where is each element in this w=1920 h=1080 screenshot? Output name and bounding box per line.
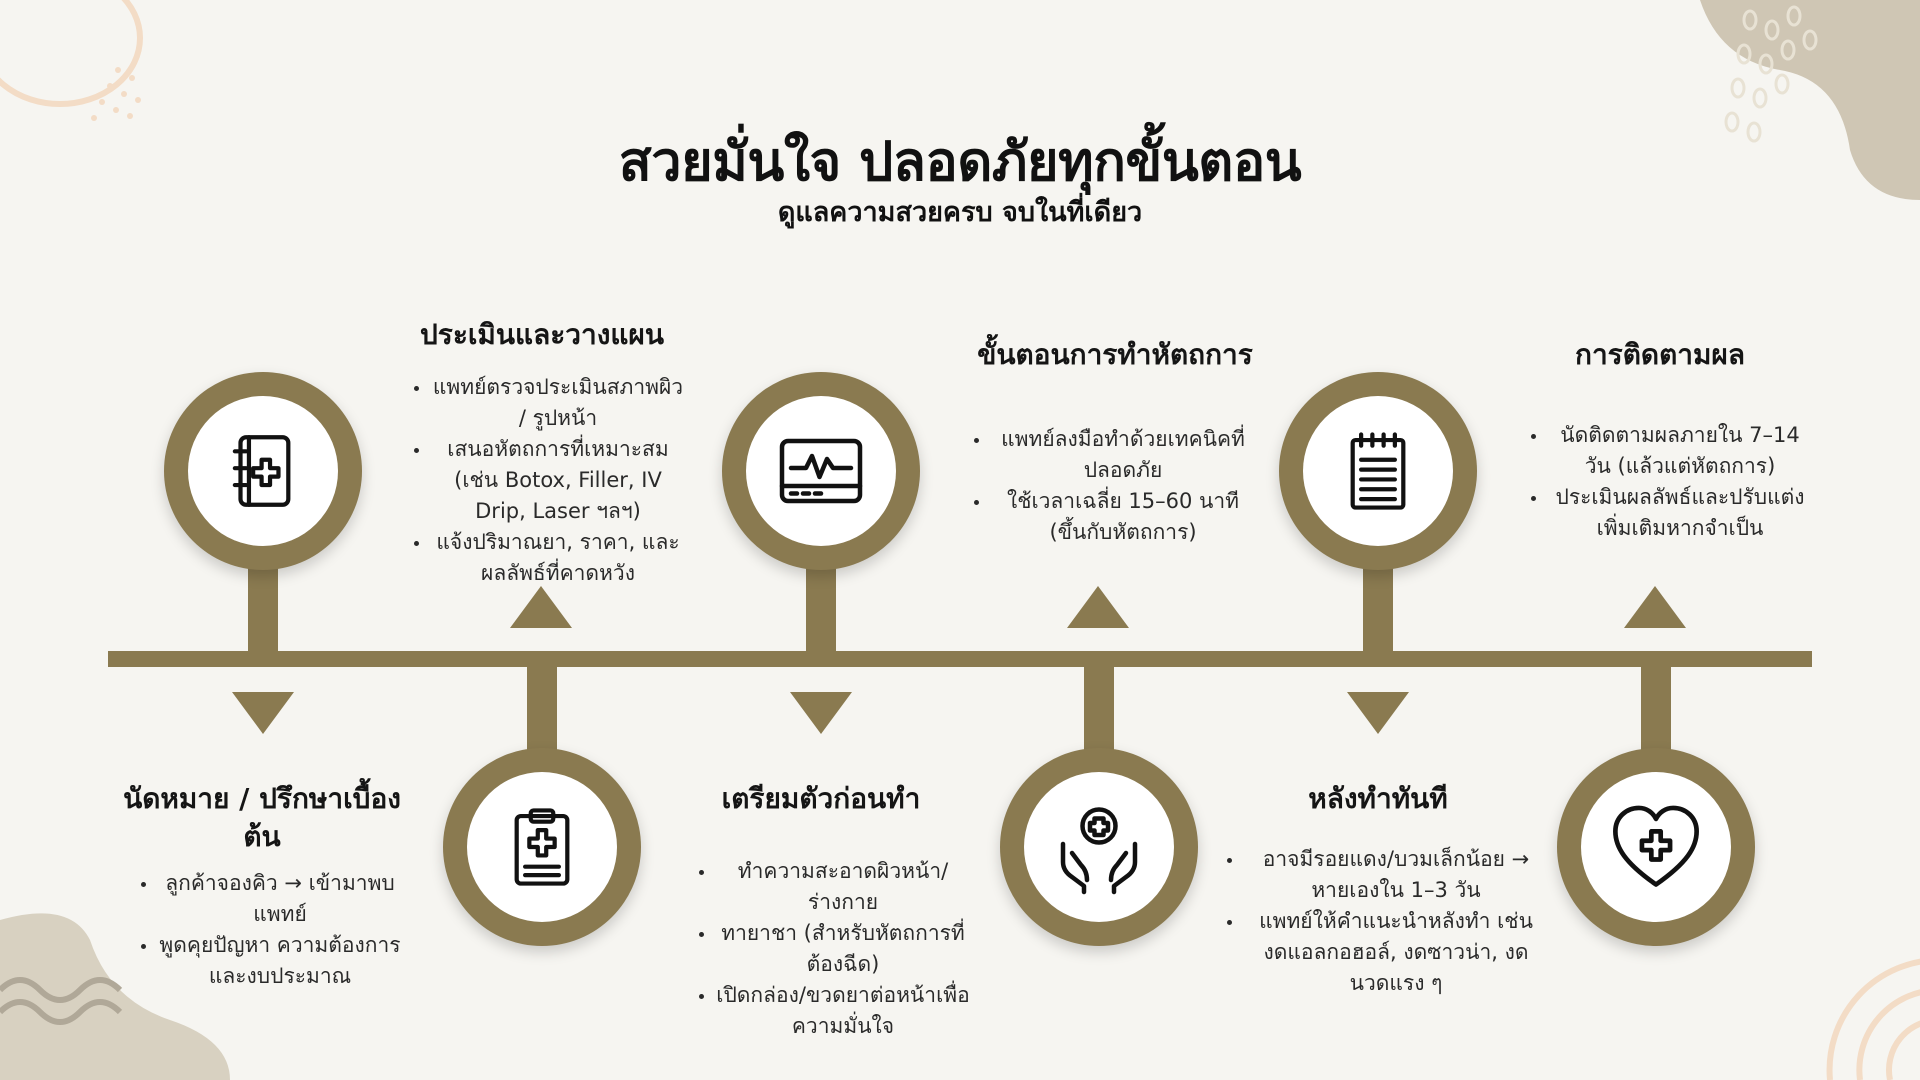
step-2-arrow [510,586,572,628]
decor-top-left-icon [0,0,143,121]
step-6-title: การติดตามผล [1574,338,1745,371]
step-2-bullet-3: แจ้งปริมาณยา, ราคา, และผลลัพธ์ที่คาดหวัง [431,527,685,589]
step-2-title: ประเมินและวางแผน [420,318,664,351]
page-subtitle: ดูแลความสวยครบ จบในที่เดียว [777,197,1143,228]
step-2-bullet-2: เสนอหัตถการที่เหมาะสม (เช่น Botox, Fille… [431,434,685,527]
step-3-arrow [790,692,852,734]
step-5-arrow [1347,692,1409,734]
step-6-bullet-1: นัดติดตามผลภายใน 7–14 วัน (แล้วแต่หัตถกา… [1548,420,1812,482]
step-2-stem [527,660,557,760]
step-3-bullets: ทำความสะอาดผิวหน้า/ร่างกาย ทายาชา (สำหรั… [690,856,970,1042]
step-1-title: นัดหมาย / ปรึกษาเบื้องต้น [123,782,401,853]
step-6-bullets: นัดติดตามผลภายใน 7–14 วัน (แล้วแต่หัตถกา… [1522,420,1812,544]
medical-notebook-icon [232,435,291,507]
heart-rate-monitor-icon [779,438,863,504]
step-2-bullet-1: แพทย์ตรวจประเมินสภาพผิว / รูปหน้า [431,372,685,434]
step-1-arrow [232,692,294,734]
step-3-bullet-2: ทายาชา (สำหรับหัตถการที่ต้องฉีด) [716,918,970,980]
decor-top-right-icon [1700,0,1920,200]
step-5-bullets: อาจมีรอยแดง/บวมเล็กน้อย → หายเองใน 1–3 ว… [1218,844,1548,999]
step-3-stem [806,560,836,660]
step-3-bullet-1: ทำความสะอาดผิวหน้า/ร่างกาย [716,856,970,918]
step-5-title: หลังทำทันที [1308,782,1448,815]
step-5-bullet-2: แพทย์ให้คำแนะนำหลังทำ เช่น งดแอลกอฮอล์, … [1244,906,1548,999]
step-1-stem [248,560,278,660]
step-2-bullets: แพทย์ตรวจประเมินสภาพผิว / รูปหน้า เสนอหั… [405,372,685,589]
decor-bottom-left-icon [0,913,230,1080]
step-4-bullets: แพทย์ลงมือทำด้วยเทคนิคที่ปลอดภัย ใช้เวลา… [965,424,1255,548]
step-1-pin [164,372,362,570]
step-5-bullet-1: อาจมีรอยแดง/บวมเล็กน้อย → หายเองใน 1–3 ว… [1244,844,1548,906]
page-title: สวยมั่นใจ ปลอดภัยทุกขั้นตอน [618,130,1302,193]
step-4-title: ขั้นตอนการทำหัตถการ [977,338,1253,371]
step-6-bullet-2: ประเมินผลลัพธ์และปรับแต่งเพิ่มเติมหากจำเ… [1548,482,1812,544]
decor-bottom-right-icon [1826,958,1920,1080]
step-3-pin [722,372,920,570]
step-4-bullet-1: แพทย์ลงมือทำด้วยเทคนิคที่ปลอดภัย [991,424,1255,486]
step-6-arrow [1624,586,1686,628]
notepad-icon [1350,432,1406,510]
heart-plus-icon [1613,805,1699,887]
step-4-stem [1084,660,1114,760]
step-1-bullet-1: ลูกค้าจองคิว → เข้ามาพบแพทย์ [158,868,402,930]
step-5-pin [1279,372,1477,570]
step-1-bullets: ลูกค้าจองคิว → เข้ามาพบแพทย์ พูดคุยปัญหา… [132,868,402,992]
step-3-bullet-3: เปิดกล่อง/ขวดยาต่อหน้าเพื่อความมั่นใจ [716,980,970,1042]
step-4-bullet-2: ใช้เวลาเฉลี่ย 15–60 นาที (ขึ้นกับหัตถการ… [991,486,1255,548]
step-5-stem [1363,560,1393,660]
step-4-arrow [1067,586,1129,628]
medical-clipboard-icon [514,808,570,886]
step-4-pin [1000,748,1198,946]
step-1-bullet-2: พูดคุยปัญหา ความต้องการ และงบประมาณ [158,930,402,992]
step-6-pin [1557,748,1755,946]
step-6-stem [1641,660,1671,760]
step-3-title: เตรียมตัวก่อนทำ [721,782,921,815]
step-2-pin [443,748,641,946]
timeline-line [108,651,1812,667]
hands-care-icon [1060,807,1138,895]
